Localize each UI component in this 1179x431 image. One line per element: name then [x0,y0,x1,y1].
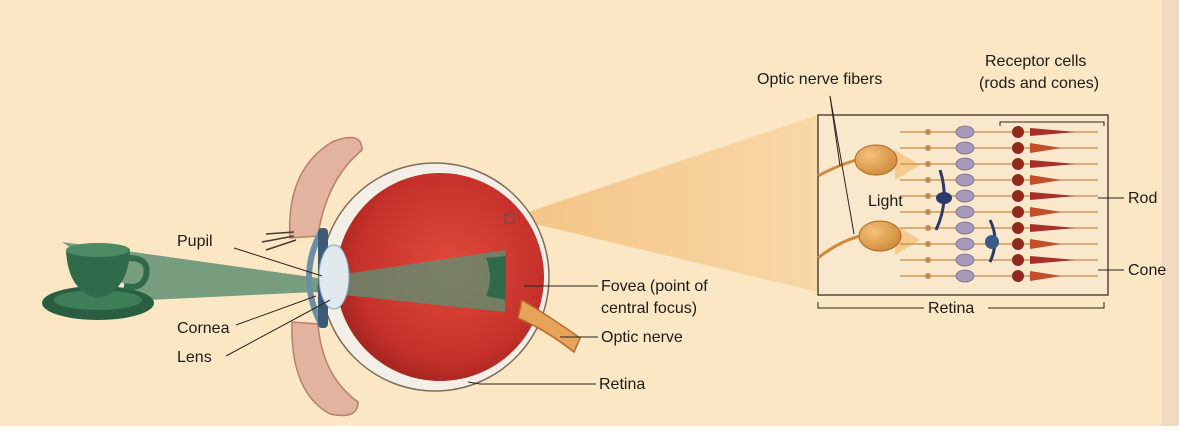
ganglion-cell-2 [859,221,901,251]
lens-shape [319,245,349,309]
cone-label: Cone [1128,262,1166,279]
receptor-nucleus [1012,158,1024,170]
bipolar-cell [956,126,974,138]
amacrine-cell [936,192,952,204]
retina-eye-label: Retina [599,376,645,393]
receptor-nucleus [1012,126,1024,138]
optic-nerve-label: Optic nerve [601,329,683,346]
right-page-edge [1162,0,1179,426]
synapse-node [925,257,931,263]
bipolar-cell [956,254,974,266]
synapse-node [925,241,931,247]
synapse-node [925,209,931,215]
light-label: Light [868,193,903,210]
receptor-nucleus [1012,270,1024,282]
pupil-label: Pupil [177,233,213,250]
bipolar-cell [956,158,974,170]
receptor-cells-label-line-2: (rods and cones) [979,75,1099,92]
bipolar-cell [956,190,974,202]
receptor-nucleus [1012,142,1024,154]
bipolar-cell [956,222,974,234]
receptor-nucleus [1012,190,1024,202]
receptor-nucleus [1012,238,1024,250]
synapse-node [925,225,931,231]
cornea-label: Cornea [177,320,230,337]
receptor-cells-label-line-1: Receptor cells [985,53,1086,70]
fovea-label-line-1: Fovea (point of [601,278,708,295]
synapse-node [925,193,931,199]
retina-bracket-label: Retina [928,300,974,317]
bipolar-cell [956,270,974,282]
bipolar-cell [956,174,974,186]
rod-label: Rod [1128,190,1157,207]
receptor-nucleus [1012,206,1024,218]
synapse-node [925,129,931,135]
synapse-node [925,273,931,279]
synapse-node [925,161,931,167]
bipolar-cell [956,206,974,218]
retina-magnified-box [818,115,1108,295]
receptor-nucleus [1012,174,1024,186]
lens-label: Lens [177,349,212,366]
synapse-node [925,145,931,151]
ganglion-cell-1 [855,145,897,175]
fovea-label-line-2: central focus) [601,300,697,317]
optic-nerve-fibers-label: Optic nerve fibers [757,71,882,88]
synapse-node [925,177,931,183]
receptor-nucleus [1012,254,1024,266]
horizontal-cell [985,235,999,249]
receptor-nucleus [1012,222,1024,234]
bipolar-cell [956,142,974,154]
bipolar-cell [956,238,974,250]
